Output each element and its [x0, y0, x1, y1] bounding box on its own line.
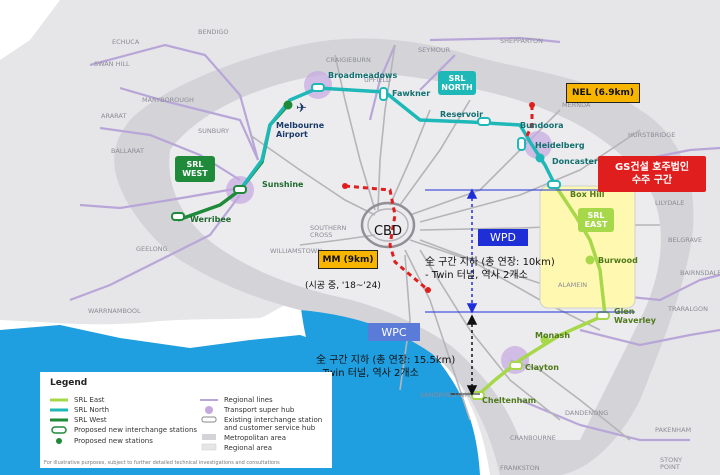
nel-dashed-route: [523, 105, 534, 141]
label-echuca: ECHUCA: [112, 38, 140, 46]
label-lilydale: LILYDALE: [655, 199, 684, 207]
station-labels: Broadmeadows Fawkner Reservoir Bundoora …: [190, 71, 657, 405]
airplane-icon: ✈: [296, 101, 307, 116]
label-dandenong: DANDENONG: [565, 409, 608, 417]
label-cheltenham: Cheltenham: [482, 396, 536, 405]
label-cranbourne: CRANBOURNE: [510, 434, 556, 442]
legend-metro-area: Metropolitan area: [224, 434, 287, 442]
legend-super-hub: Transport super hub: [224, 406, 295, 414]
label-werribee: Werribee: [190, 215, 232, 224]
legend-new-stations: Proposed new stations: [74, 437, 153, 445]
label-ballarat: BALLARAT: [111, 147, 144, 155]
town-labels: ECHUCA BENDIGO SWAN HILL MARYBOROUGH ARA…: [88, 28, 720, 472]
legend-interchange: Proposed new interchange stations: [74, 426, 198, 434]
label-mernda: MERNDA: [562, 101, 591, 109]
wpc-desc-line-1: 全 구간 지하 (총 연장: 15.5km): [316, 355, 456, 366]
wpd-badge: WPD: [478, 229, 528, 246]
label-upfield: UPFIELD: [364, 76, 391, 84]
label-hurstbridge: HURSTBRIDGE: [628, 131, 675, 139]
legend-srl-north: SRL North: [74, 406, 110, 414]
label-swan-hill: SWAN HILL: [94, 60, 130, 68]
wpd-arrow: [425, 188, 635, 314]
srl-west-badge: SRL WEST: [175, 156, 215, 182]
label-seymour: SEYMOUR: [418, 46, 451, 54]
label-frankston: FRANKSTON: [500, 464, 540, 472]
legend-existing-interchange: Existing interchange station and custome…: [224, 416, 323, 432]
gs-callout: GS건설 호주법인 수주 구간: [598, 156, 706, 192]
label-sunshine: Sunshine: [262, 180, 304, 189]
label-maryborough: MARYBOROUGH: [142, 96, 194, 104]
label-heidelberg: Heidelberg: [535, 141, 585, 150]
label-reservoir: Reservoir: [440, 110, 483, 119]
label-box-hill: Box Hill: [570, 190, 605, 199]
label-monash: Monash: [535, 331, 570, 340]
label-pakenham: PAKENHAM: [655, 426, 691, 434]
label-sandringham: SANDRINGHAM: [420, 391, 470, 399]
label-belgrave: BELGRAVE: [668, 236, 702, 244]
station-markers: [171, 83, 610, 400]
legend-srl-west: SRL West: [74, 416, 107, 424]
label-bundoora: Bundoora: [520, 121, 564, 130]
cbd-label: CBD: [373, 223, 402, 239]
nel-terminus-dot: [529, 102, 535, 108]
label-williamstown: WILLIAMSTOWN: [270, 247, 322, 255]
label-shepparton: SHEPPARTON: [500, 37, 543, 45]
legend-footnote: For illustrative purposes, subject to fu…: [44, 460, 280, 466]
mm-end-dot: [425, 287, 431, 293]
mm-start-dot: [342, 183, 348, 189]
srl-north-badge: SRL NORTH: [438, 71, 476, 95]
mm-dashed-route: [344, 184, 429, 292]
wpc-desc-line-2: - Twin 터널, 역사 2개소: [316, 368, 419, 379]
label-bairnsdale: BAIRNSDALE: [680, 269, 720, 277]
mm-callout: MM (9km): [318, 250, 378, 269]
srl-north-line: [238, 86, 557, 192]
label-bendigo: BENDIGO: [198, 28, 229, 36]
label-alamein: ALAMEIN: [558, 281, 587, 289]
port-phillip-bay: [300, 298, 480, 475]
legend-swatches: [50, 398, 218, 451]
wpc-badge: WPC: [368, 323, 420, 341]
wpd-desc-line-2: - Twin 터널, 역사 2개소: [425, 270, 528, 281]
srl-east-badge: SRL EAST: [578, 208, 614, 232]
legend-regional-area: Regional area: [224, 444, 273, 452]
label-doncaster: Doncaster: [552, 157, 598, 166]
label-ararat: ARARAT: [101, 112, 126, 120]
label-geelong: GEELONG: [136, 245, 168, 253]
srl-east-highlight: [539, 185, 636, 309]
legend-title: Legend: [50, 378, 88, 388]
legend-srl-east: SRL East: [74, 396, 105, 404]
legend-regional-lines: Regional lines: [224, 396, 273, 404]
label-broadmeadows: Broadmeadows: [328, 71, 397, 80]
label-burwood: Burwood: [598, 256, 638, 265]
label-sunbury: SUNBURY: [198, 127, 229, 135]
label-clayton: Clayton: [525, 363, 559, 372]
label-traralgon: TRARALGON: [667, 305, 708, 313]
wpd-desc-line-1: 全 구간 지하 (총 연장: 10km): [425, 257, 555, 268]
nel-callout: NEL (6.9km): [566, 83, 640, 103]
cbd-loop: [360, 201, 416, 249]
label-fawkner: Fawkner: [392, 89, 430, 98]
label-craigieburn: CRAIGIEBURN: [326, 56, 371, 64]
wpc-arrow: [450, 314, 480, 396]
legend-panel: Legend SRL East SRL North SRL West Propo…: [40, 372, 332, 468]
label-warrnambool: WARRNAMBOOL: [88, 307, 141, 315]
mm-note: (시공 중, '18~'24): [305, 281, 381, 291]
